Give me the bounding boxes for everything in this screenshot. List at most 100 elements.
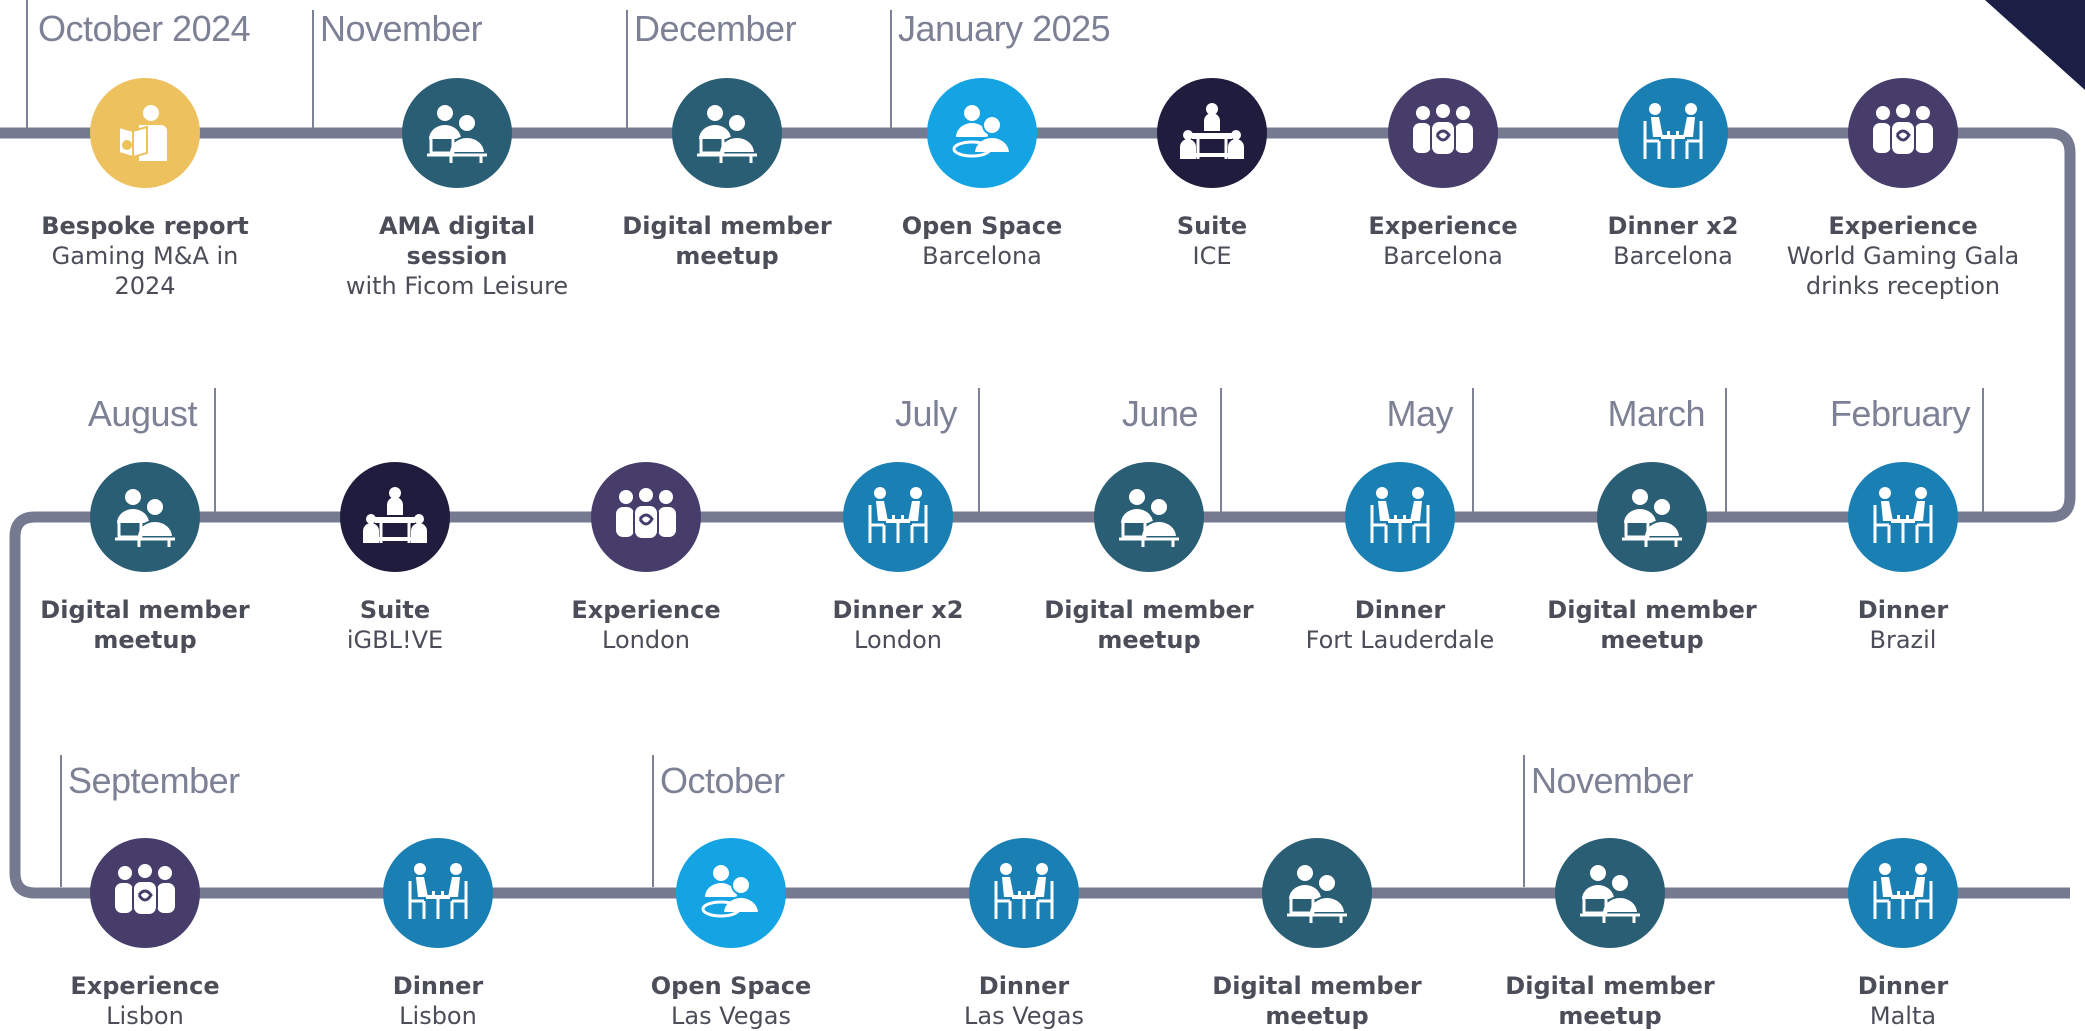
- event-subtitle: Barcelona: [1613, 242, 1733, 270]
- group-experience-icon: [90, 838, 200, 948]
- dinner-table-icon: [383, 838, 493, 948]
- month-label-oct-2025: October: [660, 760, 785, 801]
- event-title: Dinner x2: [832, 596, 964, 624]
- event-label: Digital member meetup: [25, 595, 265, 655]
- event-subtitle: iGBL!VE: [346, 626, 444, 654]
- event-label: Digital member meetup: [607, 211, 847, 271]
- month-label-nov-2025: November: [1531, 760, 1694, 801]
- month-divider: [1523, 755, 1525, 887]
- dinner-table-icon: [969, 838, 1079, 948]
- event-title: AMA digital session: [378, 212, 536, 270]
- event-subtitle: London: [854, 626, 942, 654]
- month-label-jun-2025: June: [1121, 393, 1199, 434]
- dinner-table-icon: [1848, 838, 1958, 948]
- event-title: Open Space: [650, 972, 812, 1000]
- event-subtitle: Las Vegas: [964, 1002, 1084, 1030]
- month-label-jul-2025: July: [894, 393, 958, 434]
- event-title: Open Space: [901, 212, 1063, 240]
- event-label: Digital member meetup: [1197, 971, 1437, 1031]
- event-subtitle: Barcelona: [1383, 242, 1503, 270]
- month-divider: [312, 10, 314, 128]
- month-label-oct-2024: October 2024: [38, 8, 251, 49]
- event-title: Suite: [359, 596, 431, 624]
- digital-meeting-icon: [1555, 838, 1665, 948]
- month-divider: [626, 10, 628, 128]
- month-divider: [1472, 388, 1474, 512]
- event-subtitle: Brazil: [1869, 626, 1937, 654]
- event-subtitle: Fort Lauderdale: [1305, 626, 1495, 654]
- event-subtitle: with Ficom Leisure: [345, 272, 569, 300]
- month-divider: [978, 388, 980, 512]
- month-label-mar-2025: March: [1607, 393, 1705, 434]
- month-divider: [652, 755, 654, 887]
- event-title: Dinner x2: [1607, 212, 1739, 240]
- event-title: Digital member meetup: [622, 212, 832, 270]
- event-title: Dinner: [1857, 596, 1949, 624]
- event-label: Digital member meetup: [1532, 595, 1772, 655]
- month-divider: [1220, 388, 1222, 512]
- event-title: Digital member meetup: [40, 596, 250, 654]
- corner-accent: [1985, 0, 2085, 90]
- event-label: Digital member meetup: [1490, 971, 1730, 1031]
- month-divider: [26, 0, 28, 128]
- event-subtitle: Gaming M&A in 2024: [51, 242, 239, 300]
- event-subtitle: Lisbon: [399, 1002, 477, 1030]
- month-label-feb-2025: February: [1829, 393, 1971, 434]
- digital-meeting-icon: [1597, 462, 1707, 572]
- month-divider: [214, 388, 216, 512]
- event-title: Digital member meetup: [1212, 972, 1422, 1030]
- month-divider: [60, 755, 62, 887]
- event-title: Dinner: [978, 972, 1070, 1000]
- event-title: Digital member meetup: [1044, 596, 1254, 654]
- group-experience-icon: [591, 462, 701, 572]
- event-title: Dinner: [1354, 596, 1446, 624]
- event-title: Experience: [70, 972, 220, 1000]
- event-subtitle: Malta: [1869, 1002, 1937, 1030]
- event-title: Dinner: [1857, 972, 1949, 1000]
- event-subtitle: World Gaming Gala drinks reception: [1786, 242, 2020, 300]
- group-experience-icon: [1388, 78, 1498, 188]
- month-divider: [1725, 388, 1727, 512]
- group-experience-icon: [1848, 78, 1958, 188]
- month-divider: [890, 10, 892, 128]
- digital-meeting-icon: [402, 78, 512, 188]
- event-title: Suite: [1176, 212, 1248, 240]
- event-title: Dinner: [392, 972, 484, 1000]
- dinner-table-icon: [1848, 462, 1958, 572]
- month-label-sep-2025: September: [68, 760, 240, 801]
- digital-meeting-icon: [90, 462, 200, 572]
- digital-meeting-icon: [1094, 462, 1204, 572]
- month-label-nov-2024: November: [320, 8, 483, 49]
- digital-meeting-icon: [672, 78, 782, 188]
- event-subtitle: London: [602, 626, 690, 654]
- event-title: Experience: [1828, 212, 1978, 240]
- suite-meeting-icon: [1157, 78, 1267, 188]
- dinner-table-icon: [1618, 78, 1728, 188]
- event-title: Experience: [1368, 212, 1518, 240]
- open-space-icon: [927, 78, 1037, 188]
- event-label: Digital member meetup: [1029, 595, 1269, 655]
- digital-meeting-icon: [1262, 838, 1372, 948]
- event-title: Experience: [571, 596, 721, 624]
- event-title: Digital member meetup: [1547, 596, 1757, 654]
- dinner-table-icon: [843, 462, 953, 572]
- month-label-jan-2025: January 2025: [898, 8, 1111, 49]
- event-title: Bespoke report: [41, 212, 249, 240]
